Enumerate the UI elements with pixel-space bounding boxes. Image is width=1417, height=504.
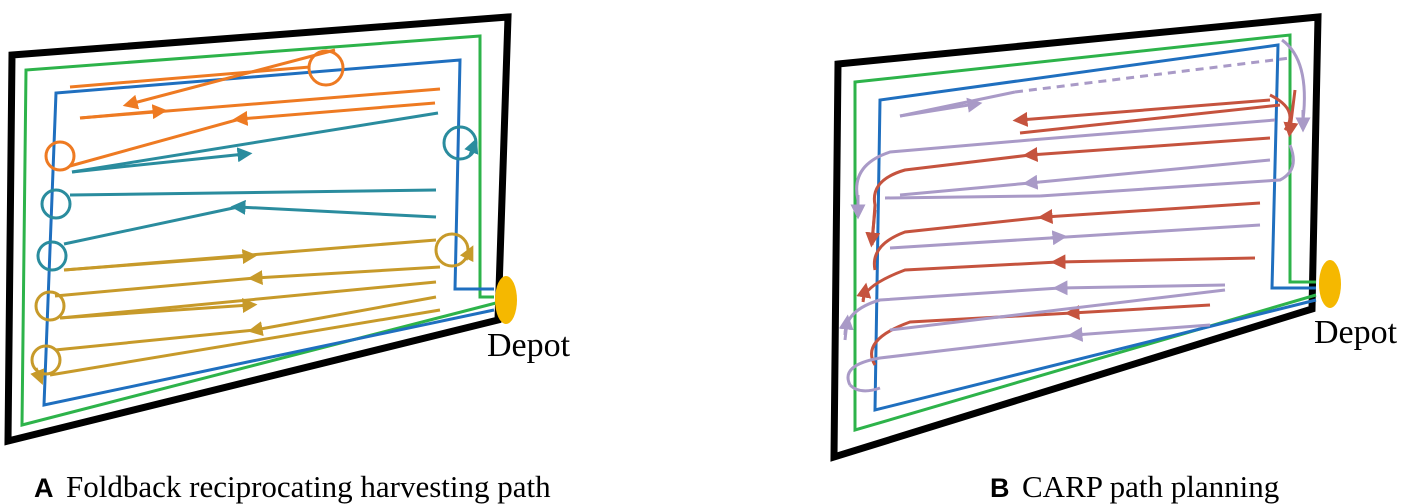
- turn-loop: [36, 240, 68, 272]
- depot-marker: [1319, 260, 1341, 308]
- turn-loop: [40, 188, 72, 220]
- panel-letter: B: [990, 473, 1010, 503]
- teal-harvest-passes: [36, 111, 479, 272]
- path-segment: [1049, 223, 1261, 240]
- turn-curve: [848, 383, 881, 393]
- turn-loop: [434, 232, 470, 268]
- direction-arrow: [838, 314, 854, 341]
- path-segment: [54, 328, 256, 352]
- lavender-harvest-passes: [838, 38, 1311, 393]
- path-segment: [54, 276, 256, 298]
- path-segment: [71, 111, 439, 174]
- direction-arrow: [1049, 230, 1068, 246]
- direction-arrow: [464, 138, 479, 156]
- direction-arrow: [232, 101, 436, 126]
- panel-a: Depot A Foldback reciprocating harvestin…: [4, 13, 571, 504]
- direction-arrow: [247, 265, 441, 286]
- gold-harvest-passes: [30, 232, 474, 385]
- direction-arrow: [1052, 280, 1226, 296]
- path-segment: [1019, 103, 1281, 135]
- depot-label: Depot: [1314, 314, 1398, 351]
- path-segment: [846, 333, 1076, 386]
- direction-arrow: [79, 104, 168, 120]
- direction-arrow: [247, 295, 437, 337]
- path-segment: [1039, 158, 1271, 184]
- turn-curve: [1281, 38, 1306, 121]
- direction-arrow: [71, 147, 253, 174]
- direction-arrow: [1022, 136, 1271, 162]
- path-segment: [1039, 144, 1295, 198]
- path-segment: [884, 194, 1041, 200]
- direction-arrow: [459, 245, 474, 263]
- orange-harvest-passes: [44, 48, 441, 172]
- path-segment: [899, 181, 1031, 197]
- path-segment: [69, 65, 311, 89]
- path-segment: [872, 215, 1046, 271]
- turn-loop: [30, 344, 62, 376]
- path-segment: [69, 188, 437, 197]
- panel-caption: Foldback reciprocating harvesting path: [66, 469, 551, 504]
- panel-caption: CARP path planning: [1022, 469, 1279, 504]
- dashed-connector: [1014, 56, 1291, 94]
- direction-arrow: [1012, 98, 1271, 127]
- depot-label: Depot: [487, 327, 571, 364]
- path-segment: [889, 236, 1051, 250]
- path-segment: [889, 288, 1226, 332]
- inner-headland-path: [873, 43, 1317, 412]
- direction-arrow: [1037, 201, 1261, 224]
- inner-headland-path: [42, 58, 495, 407]
- path-segment: [59, 280, 437, 320]
- outer-headland-path: [20, 34, 497, 427]
- field-boundary: [830, 13, 1322, 462]
- path-segment: [870, 153, 1031, 246]
- turn-loop: [34, 290, 66, 322]
- panel-b: Depot B CARP path planning: [830, 13, 1398, 504]
- direction-arrow: [59, 298, 258, 320]
- field-boundary: [4, 13, 512, 446]
- direction-arrow: [899, 97, 983, 118]
- direction-arrow: [1022, 174, 1041, 190]
- path-segment: [49, 308, 441, 377]
- direction-arrow: [230, 199, 437, 219]
- direction-arrow: [63, 249, 258, 272]
- direction-arrow: [865, 209, 881, 248]
- turn-curve: [1269, 93, 1292, 131]
- direction-arrow: [30, 367, 45, 385]
- turn-loop: [44, 140, 76, 172]
- path-segment: [855, 138, 1031, 201]
- direction-arrow: [1067, 323, 1211, 342]
- depot-marker: [495, 276, 517, 324]
- path-segment: [63, 205, 239, 246]
- path-segment: [1029, 118, 1276, 142]
- direction-arrow: [1050, 254, 1256, 270]
- outer-headland-path: [853, 33, 1317, 433]
- red-harvest-passes: [856, 89, 1299, 366]
- panel-letter: A: [34, 473, 54, 503]
- direction-arrow: [1283, 89, 1299, 138]
- direction-arrow: [856, 282, 872, 303]
- path-segment: [69, 117, 241, 168]
- turn-loop: [307, 49, 345, 87]
- direction-arrow: [1064, 303, 1211, 321]
- direction-arrow: [122, 48, 336, 110]
